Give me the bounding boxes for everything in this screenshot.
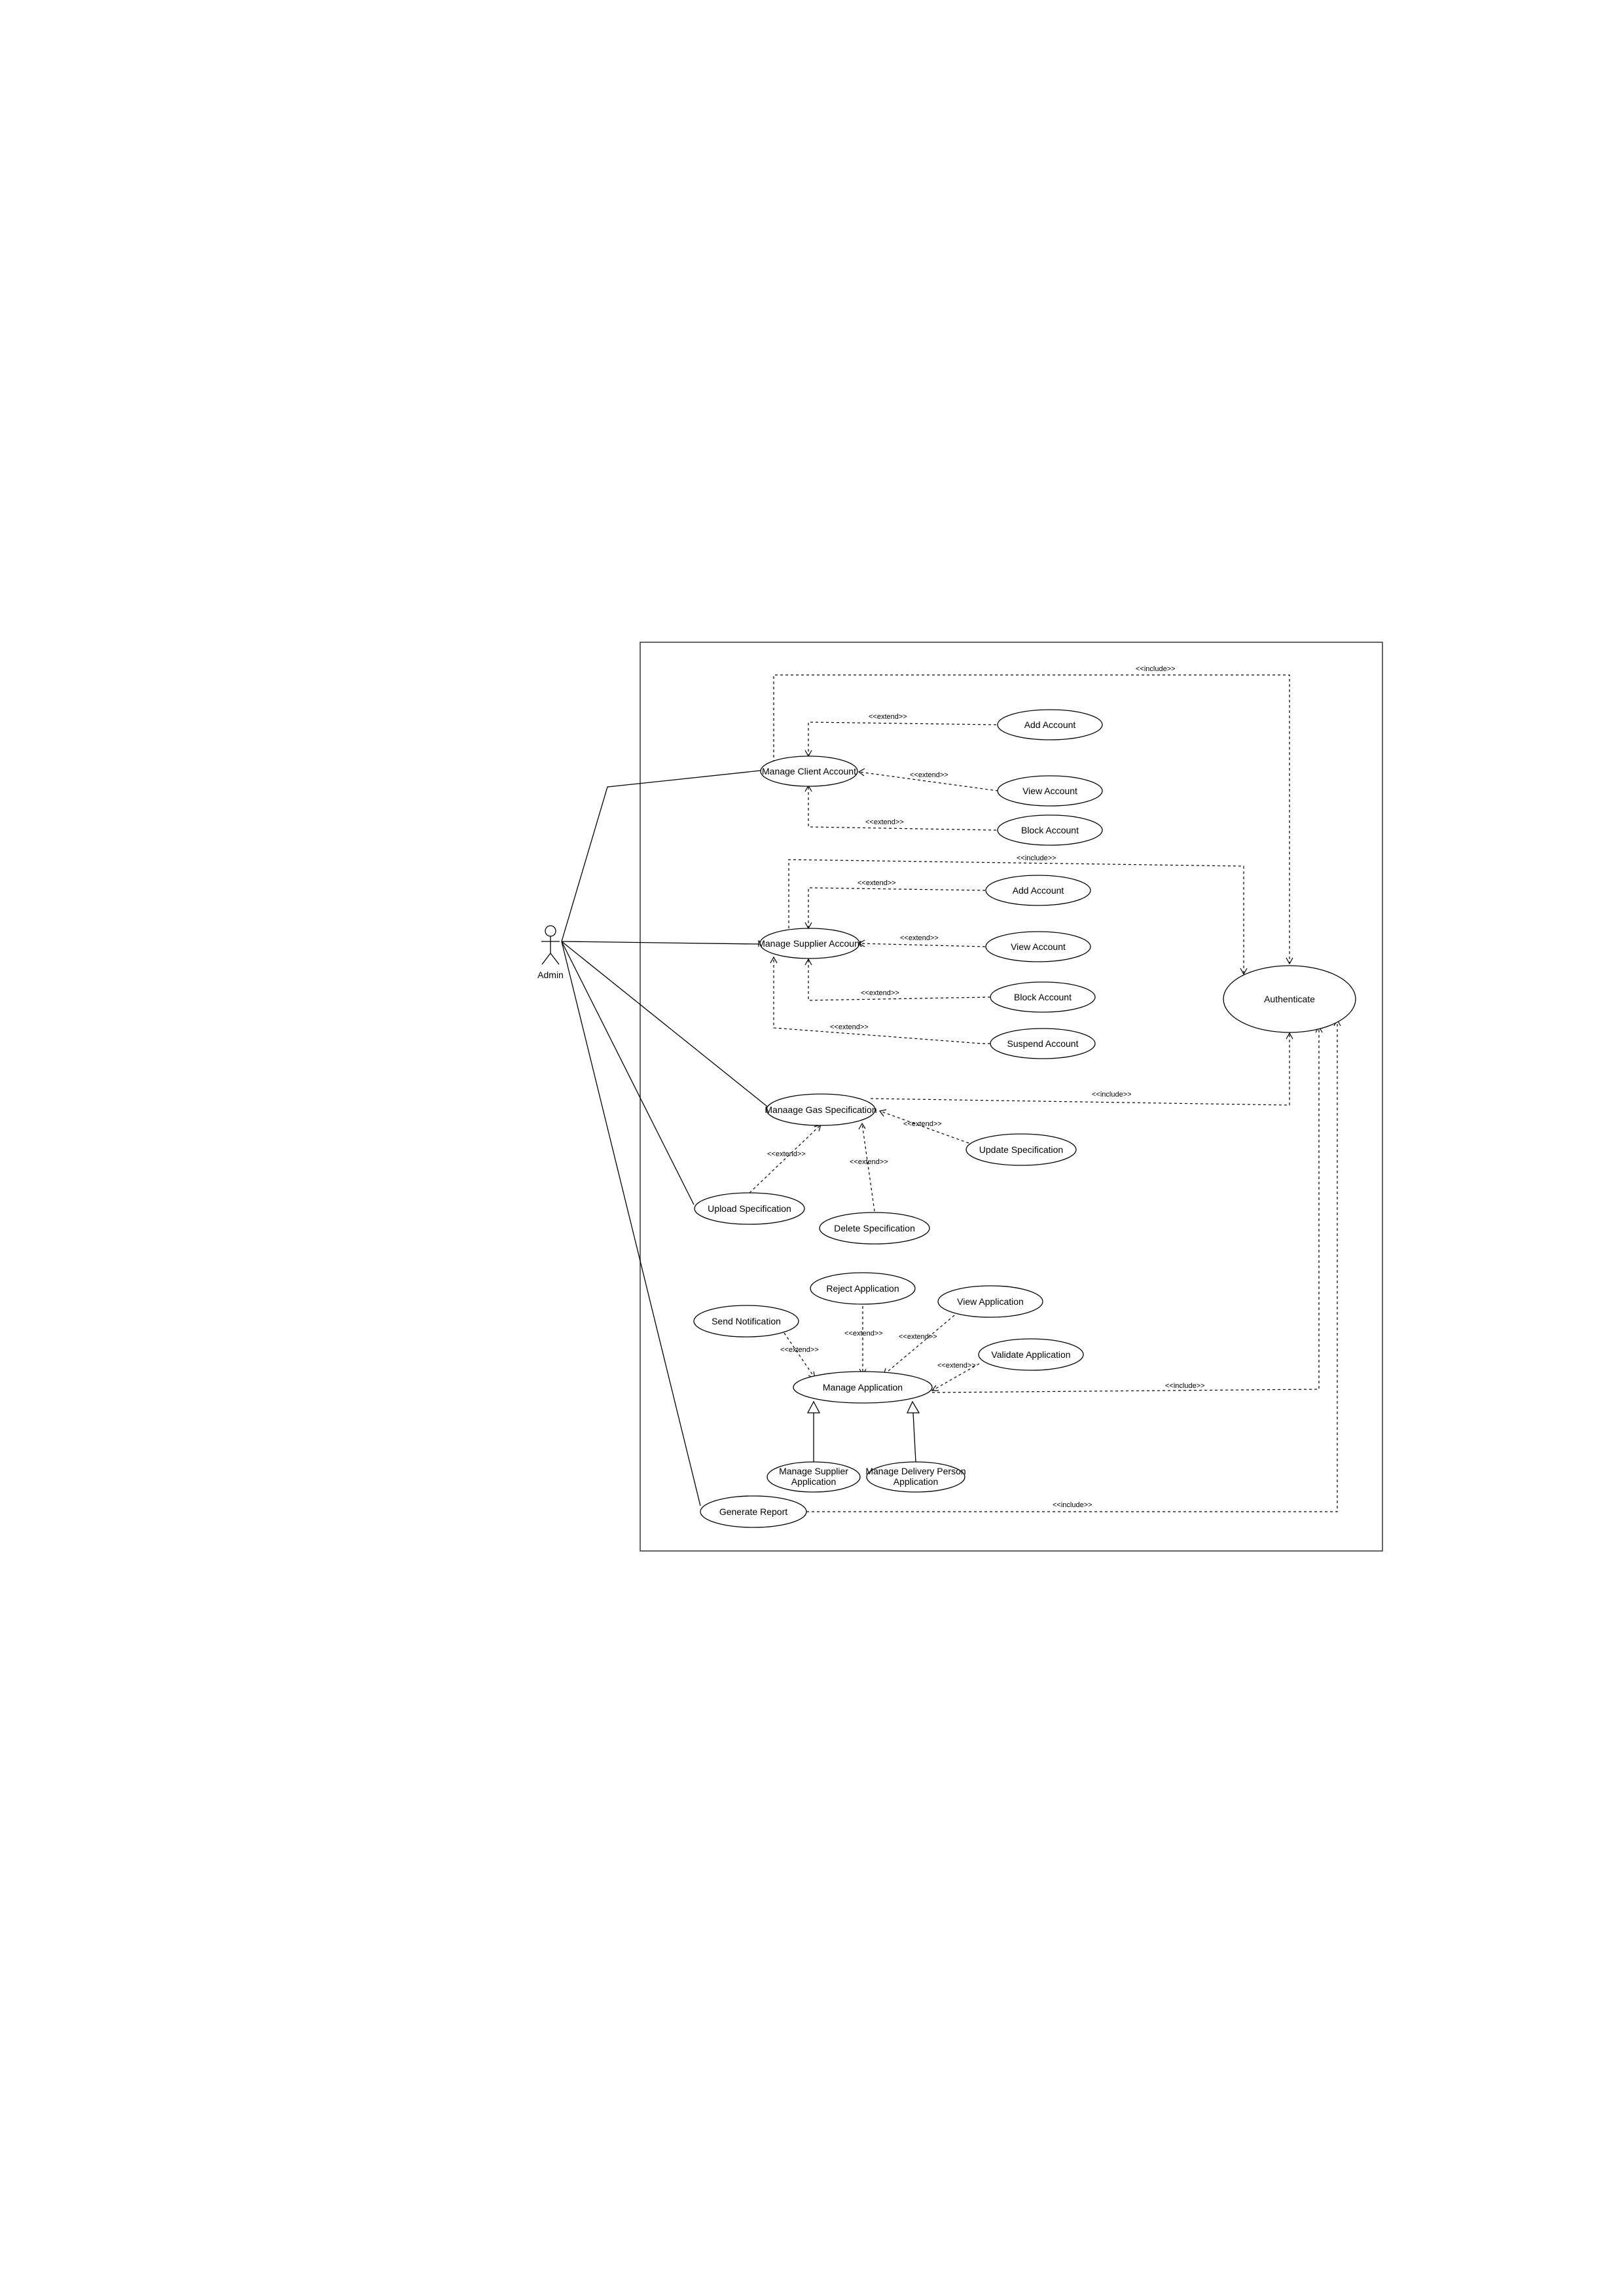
- extend-label: <<extend>>: [857, 879, 896, 887]
- supplier-account-relations: <<include>> <<extend>> <<extend>> <<exte…: [770, 854, 1248, 1044]
- use-case-add-account[interactable]: Add Account: [985, 875, 1091, 906]
- extend-label: <<extend>>: [861, 989, 899, 997]
- use-case-reject-application[interactable]: Reject Application: [810, 1272, 916, 1305]
- use-case-manage-application[interactable]: Manage Application: [793, 1371, 933, 1404]
- svg-text:Authenticate: Authenticate: [1264, 994, 1315, 1004]
- include-label: <<include>>: [1017, 854, 1056, 862]
- include-label: <<include>>: [1053, 1501, 1092, 1509]
- actor-associations: [561, 770, 768, 1506]
- svg-text:Reject Application: Reject Application: [826, 1283, 899, 1294]
- use-case-upload-specification[interactable]: Upload Specification: [694, 1192, 805, 1225]
- svg-text:Generate Report: Generate Report: [719, 1506, 787, 1517]
- svg-text:Upload Specification: Upload Specification: [708, 1203, 791, 1214]
- extend-label: <<extend>>: [844, 1330, 883, 1338]
- use-case-block-account[interactable]: Block Account: [997, 814, 1103, 846]
- use-case-view-application[interactable]: View Application: [937, 1285, 1043, 1318]
- svg-text:Application: Application: [893, 1476, 939, 1487]
- extend-label: <<extend>>: [767, 1150, 806, 1158]
- use-case-manage-client-account[interactable]: Manage Client Account: [760, 756, 858, 787]
- extend-label: <<extend>>: [865, 818, 904, 826]
- actor-head: [545, 925, 556, 937]
- svg-text:Validate Application: Validate Application: [991, 1349, 1070, 1360]
- extend-label: <<extend>>: [910, 771, 948, 779]
- generalization-arrow: [806, 1400, 821, 1413]
- svg-text:View Account: View Account: [1011, 941, 1066, 952]
- svg-text:Delete Specification: Delete Specification: [834, 1223, 915, 1233]
- extend-label: <<extend>>: [780, 1346, 819, 1354]
- use-case-delete-specification[interactable]: Delete Specification: [819, 1212, 930, 1245]
- include-label: <<include>>: [1092, 1091, 1132, 1099]
- generalization-arrow: [906, 1400, 920, 1413]
- client-account-relations: <<include>> <<extend>> <<extend>> <<exte…: [773, 665, 1293, 965]
- gas-specification-relations: <<include>> <<extend>> <<extend>> <<exte…: [749, 1032, 1293, 1212]
- extend-label: <<extend>>: [830, 1023, 869, 1031]
- admin-actor[interactable]: Admin: [537, 925, 564, 980]
- use-case-manage-gas-specification[interactable]: Manaage Gas Specification: [765, 1093, 877, 1126]
- svg-text:Manage Application: Manage Application: [823, 1382, 903, 1393]
- use-case-add-account[interactable]: Add Account: [997, 709, 1103, 740]
- svg-text:Manage Client Account: Manage Client Account: [762, 766, 856, 776]
- use-case-update-specification[interactable]: Update Specification: [965, 1133, 1077, 1166]
- svg-text:Manage Supplier: Manage Supplier: [779, 1466, 848, 1476]
- svg-text:View Account: View Account: [1022, 786, 1077, 796]
- extend-label: <<extend>>: [900, 934, 939, 942]
- extend-label: <<extend>>: [899, 1333, 937, 1341]
- use-case-block-account[interactable]: Block Account: [990, 981, 1096, 1013]
- use-case-authenticate[interactable]: Authenticate: [1223, 965, 1356, 1033]
- svg-text:Update Specification: Update Specification: [979, 1144, 1063, 1155]
- svg-text:Block Account: Block Account: [1014, 992, 1072, 1002]
- svg-text:Application: Application: [791, 1476, 837, 1487]
- use-case-send-notification[interactable]: Send Notification: [693, 1305, 799, 1338]
- report-relations: <<include>>: [806, 1019, 1341, 1512]
- use-case-generate-report[interactable]: Generate Report: [700, 1495, 807, 1528]
- use-case-validate-application[interactable]: Validate Application: [978, 1338, 1084, 1371]
- actor-label: Admin: [537, 970, 564, 980]
- svg-text:Manage Delivery Person: Manage Delivery Person: [865, 1466, 965, 1476]
- use-case-manage-supplier-account[interactable]: Manage Supplier Account: [757, 928, 862, 959]
- extend-label: <<extend>>: [937, 1362, 976, 1370]
- svg-text:Add Account: Add Account: [1013, 885, 1064, 896]
- include-label: <<include>>: [1165, 1382, 1205, 1390]
- use-case-view-account[interactable]: View Account: [985, 931, 1091, 962]
- extend-label: <<extend>>: [903, 1120, 942, 1128]
- include-label: <<include>>: [1136, 665, 1176, 673]
- svg-text:Add Account: Add Account: [1024, 720, 1076, 730]
- svg-text:Send Notification: Send Notification: [712, 1316, 781, 1326]
- svg-text:Suspend Account: Suspend Account: [1007, 1038, 1079, 1049]
- svg-text:Manage Supplier Account: Manage Supplier Account: [757, 938, 862, 949]
- svg-text:Manaage Gas Specification: Manaage Gas Specification: [765, 1104, 876, 1115]
- system-boundary: [640, 642, 1383, 1552]
- svg-text:Block Account: Block Account: [1021, 825, 1079, 835]
- use-case-suspend-account[interactable]: Suspend Account: [990, 1028, 1096, 1059]
- svg-text:View Application: View Application: [957, 1296, 1024, 1307]
- use-case-manage-supplier-application[interactable]: Manage Supplier Application: [767, 1461, 861, 1493]
- use-case-view-account[interactable]: View Account: [997, 775, 1103, 807]
- extend-label: <<extend>>: [850, 1158, 888, 1166]
- extend-label: <<extend>>: [869, 713, 907, 721]
- use-case-manage-delivery-person-application[interactable]: Manage Delivery Person Application: [865, 1461, 966, 1493]
